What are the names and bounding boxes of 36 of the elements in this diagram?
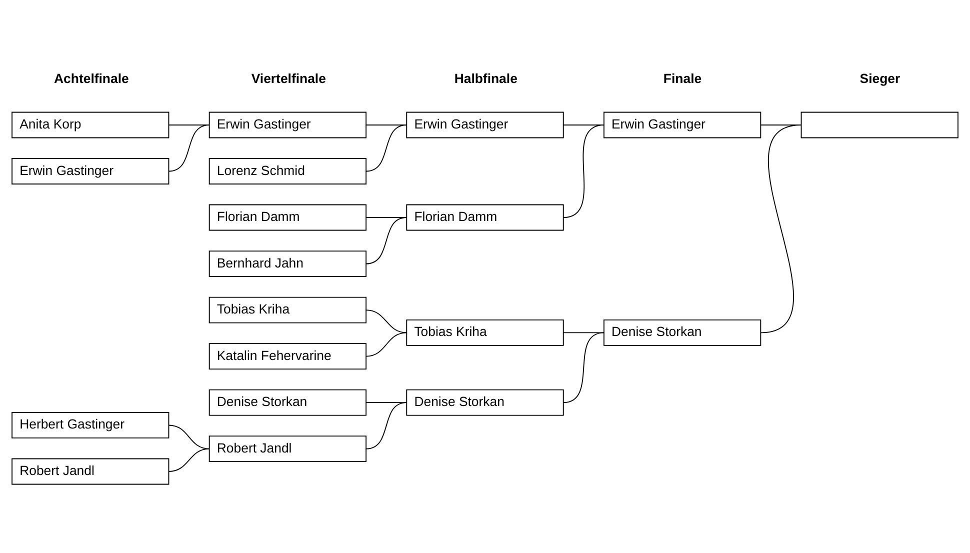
- node-box: Erwin Gastinger: [603, 111, 762, 138]
- connector: [562, 332, 604, 333]
- node-box: Katalin Fehervarine: [208, 342, 367, 370]
- node-box: Tobias Kriha: [208, 296, 367, 323]
- node-box: Florian Damm: [406, 204, 564, 230]
- connector: [562, 124, 604, 218]
- node-box: Denise Storkan: [406, 388, 564, 416]
- connector: [366, 402, 408, 449]
- node-box: Denise Storkan: [603, 318, 762, 346]
- node-box: [800, 111, 958, 138]
- label: Achtelfinale: [54, 70, 129, 86]
- connector: [562, 332, 604, 403]
- label: Sieger: [860, 70, 900, 86]
- node-box: Erwin Gastinger: [12, 158, 170, 184]
- node-box: Tobias Kriha: [406, 318, 564, 346]
- node-box: Bernhard Jahn: [208, 250, 367, 276]
- node-box: Florian Damm: [208, 204, 367, 230]
- connector: [366, 124, 408, 172]
- connector: [168, 124, 210, 172]
- connector: [366, 332, 408, 356]
- node-box: Erwin Gastinger: [208, 111, 367, 138]
- label: Finale: [663, 70, 702, 86]
- connector: [168, 424, 210, 449]
- connector: [760, 124, 802, 333]
- label: Viertelfinale: [251, 70, 326, 86]
- node-box: Denise Storkan: [208, 388, 367, 416]
- node-box: Erwin Gastinger: [406, 111, 564, 138]
- node-box: Herbert Gastinger: [12, 412, 170, 438]
- node-box: Lorenz Schmid: [208, 158, 367, 184]
- connector: [168, 448, 210, 472]
- node-box: Robert Jandl: [208, 435, 367, 462]
- connector: [366, 216, 408, 264]
- connector: [366, 309, 408, 333]
- label: Halbfinale: [454, 70, 518, 86]
- node-box: Robert Jandl: [12, 458, 170, 484]
- node-box: Anita Korp: [12, 111, 170, 138]
